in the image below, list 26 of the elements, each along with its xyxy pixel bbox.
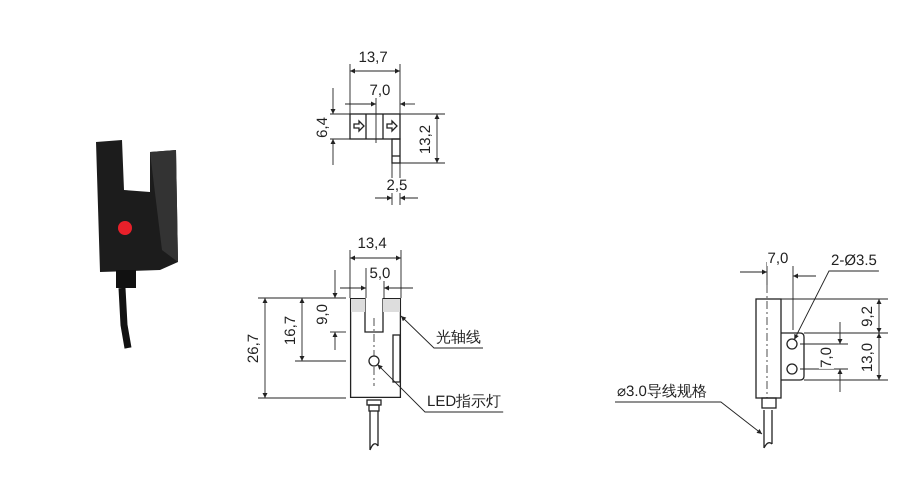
dimension-label: 9,0 xyxy=(314,302,330,326)
dimension-label: 7,0 xyxy=(818,346,834,368)
dimension-label: 16,7 xyxy=(282,314,298,346)
leader-line xyxy=(794,270,880,340)
dimension-label: 7,0 xyxy=(766,250,790,266)
dimension-label: 13,7 xyxy=(358,50,389,64)
indicator-circle xyxy=(368,355,380,367)
cable-drawing xyxy=(762,410,774,450)
leader-line xyxy=(614,402,762,434)
leader-line xyxy=(377,364,504,412)
dimension-label: 7,0 xyxy=(368,82,392,98)
dimension-label: 5,0 xyxy=(368,266,392,280)
callout-label: ⌀3.0导线规格 xyxy=(617,383,707,402)
dimension-label: 13,4 xyxy=(356,236,388,250)
sensor-body-drawing xyxy=(350,298,401,398)
callout-label: 2-Ø3.5 xyxy=(831,252,877,271)
dimension-label: 13,2 xyxy=(418,123,433,155)
callout-label: 光轴线 xyxy=(436,329,481,348)
dimension-label: 13,0 xyxy=(860,341,875,373)
dimension-label: 2,5 xyxy=(386,178,408,192)
dimension-label: 6,4 xyxy=(314,116,330,138)
dimension-label: 26,7 xyxy=(246,332,261,364)
mounting-hole xyxy=(786,338,798,350)
leader-line xyxy=(400,316,484,348)
callout-label: LED指示灯 xyxy=(427,393,502,412)
dimension-label: 9,2 xyxy=(859,304,874,328)
